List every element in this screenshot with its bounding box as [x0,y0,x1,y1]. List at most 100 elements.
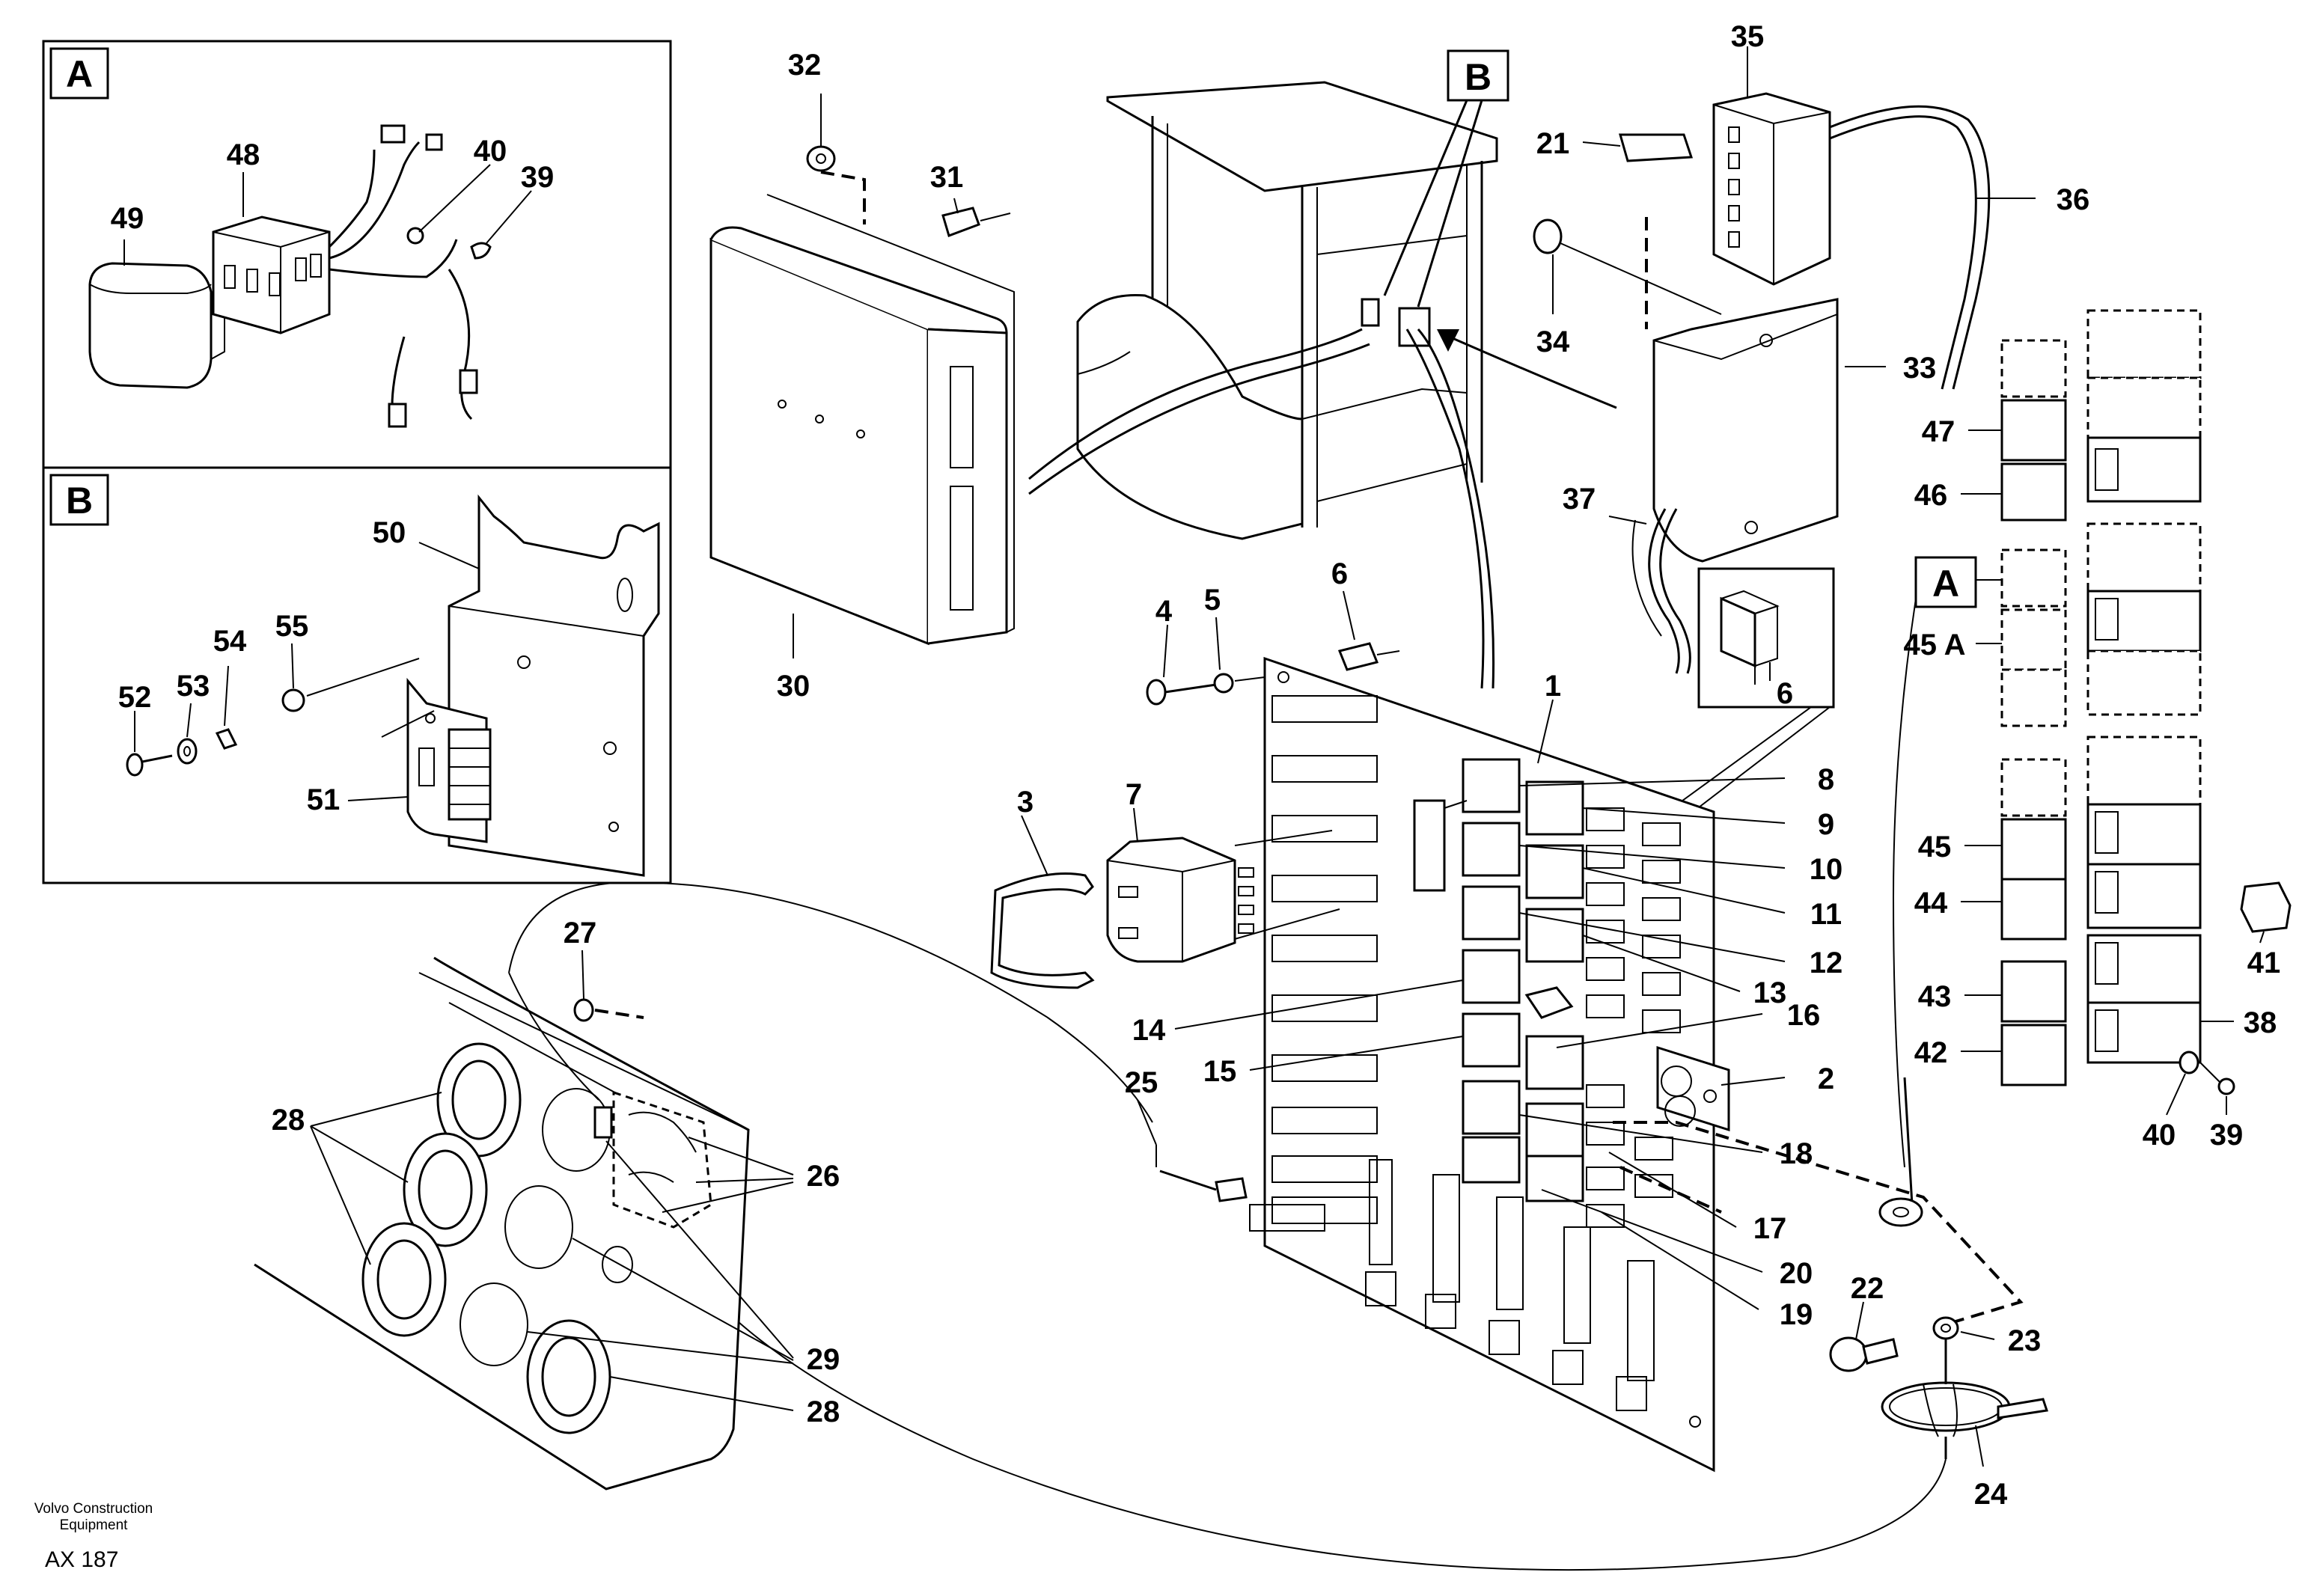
cable-37: 37 [1563,483,1691,674]
label-3: 3 [1017,786,1034,819]
relay-49-drawing [88,262,225,389]
label-36: 36 [2057,183,2090,216]
label-28-right: 28 [807,1395,840,1428]
footer: Volvo Construction Equipment AX 187 [34,1501,153,1572]
bracket-50-drawing [448,494,660,877]
label-12: 12 [1810,947,1843,979]
fasteners-22-23-24: 22 23 24 [635,1167,2048,1571]
label-25: 25 [1125,1066,1158,1099]
label-26: 26 [807,1160,840,1193]
label-4: 4 [1155,595,1173,628]
relay-48-drawing [212,215,331,334]
bolt-34: 34 [1533,218,1722,358]
label-45: 45 [1918,831,1952,863]
inset-a-panel: A 49 [42,40,672,469]
label-42: 42 [1914,1036,1948,1069]
label-40: 40 [474,135,507,168]
inset-a-letter: A [66,53,93,95]
label-1: 1 [1545,670,1561,703]
callout-a-box [1914,556,1977,608]
circuit-board-1 [1249,656,1730,1473]
label-45a: 45 A [1903,629,1965,661]
label-13: 13 [1753,976,1787,1009]
bracket-33: 33 [1645,217,1937,563]
relay-7-and-clip-3: 7 3 [990,778,1468,989]
fuse-21-detail: 6 [1646,567,1835,843]
label-33: 33 [1903,352,1937,385]
label-7: 7 [1126,778,1142,811]
label-34: 34 [1536,325,1570,358]
label-6: 6 [1331,557,1348,590]
label-14: 14 [1132,1014,1166,1047]
label-41: 41 [2247,947,2281,979]
cab-drawing: B [1028,49,1617,689]
label-8: 8 [1818,763,1834,796]
inset-b-letter: B [66,480,93,522]
label-39: 39 [521,161,555,194]
label-29: 29 [807,1343,840,1376]
label-32: 32 [788,49,822,82]
label-10: 10 [1810,853,1843,886]
inset-b-panel: B [42,466,672,884]
label-53: 53 [177,670,210,703]
label-20: 20 [1780,1257,1813,1290]
callout-b-box [1447,49,1509,102]
label-44: 44 [1914,887,1948,920]
label-47: 47 [1922,415,1955,448]
label-9: 9 [1818,808,1834,841]
label-24: 24 [1974,1478,2008,1511]
board-51-drawing [381,677,492,843]
label-55: 55 [275,610,309,643]
fuse-holder-35: 35 [1712,20,1831,286]
ground-cable [1613,598,2024,1326]
drawing-code: AX 187 [45,1547,118,1572]
fuse-21-top: 21 [1536,127,1694,162]
label-30: 30 [777,670,810,703]
label-35: 35 [1731,20,1765,53]
cable-36: 36 [1829,105,2090,390]
label-27: 27 [564,917,597,950]
label-5: 5 [1204,584,1221,617]
label-21-top: 21 [1536,127,1570,160]
connector-25: 25 [508,881,1248,1202]
label-38: 38 [2244,1006,2277,1039]
inset-a-letter-box [49,47,109,100]
control-unit-30: 30 [709,194,1015,703]
label-19: 19 [1780,1298,1813,1331]
grommet-panel: 27 28 26 29 28 [254,917,840,1490]
label-15: 15 [1203,1055,1237,1088]
label-11: 11 [1810,898,1842,931]
label-48: 48 [227,138,260,171]
label-2: 2 [1818,1063,1834,1095]
fasteners-4-5-6: 4 5 6 [1146,557,1400,706]
label-50: 50 [373,516,406,549]
label-49: 49 [111,202,144,235]
company-line-2: Equipment [60,1517,129,1533]
label-23: 23 [2008,1324,2042,1357]
callout-a-main: A [1914,556,2002,608]
inset-b-letter-box [49,474,109,526]
label-28-left: 28 [272,1104,305,1137]
label-39-main: 39 [2210,1119,2244,1152]
label-31: 31 [930,161,964,194]
fasteners-31-32: 32 31 [788,49,1011,237]
right-labels: 47 46 45 A 45 44 43 42 41 38 40 39 [1903,415,2280,1152]
label-54: 54 [213,625,247,658]
callout-a: A [1932,563,1959,605]
relay-rack-right [2000,309,2292,1095]
label-40-main: 40 [2143,1119,2176,1152]
label-16: 16 [1787,999,1821,1032]
label-37: 37 [1563,483,1596,516]
label-51: 51 [307,783,341,816]
label-46: 46 [1914,479,1948,512]
label-43: 43 [1918,980,1952,1013]
label-22: 22 [1851,1272,1884,1305]
board-labels: 1 8 9 10 11 12 13 14 15 16 2 18 17 20 19 [1132,670,1843,1331]
label-52: 52 [118,681,152,714]
label-17: 17 [1753,1212,1787,1245]
fasteners-52-55 [126,658,420,777]
callout-b: B [1465,56,1492,98]
label-21-detail: 6 [1777,677,1793,710]
